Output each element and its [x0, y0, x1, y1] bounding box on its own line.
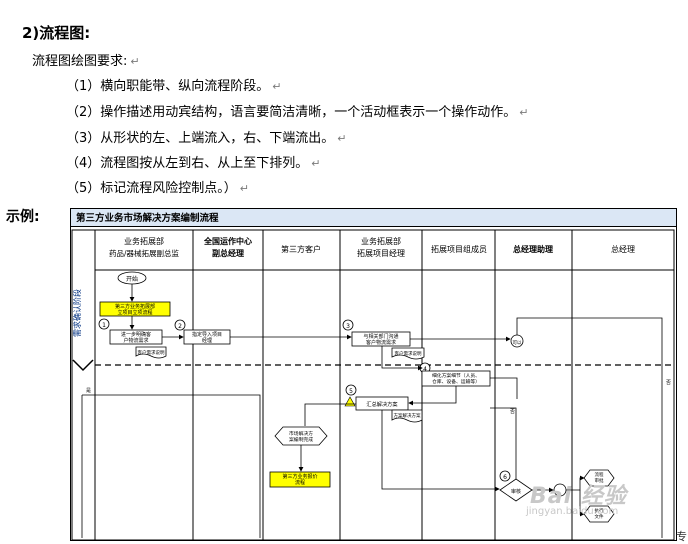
- lane-header-4: 业务拓展部: [361, 236, 401, 246]
- svg-text:开始: 开始: [126, 275, 138, 283]
- flowchart-frame: [70, 208, 677, 541]
- phase-chevron: [72, 359, 94, 372]
- svg-text:3: 3: [346, 323, 350, 330]
- lane-header-1b: 药品/器械拓展副总监: [109, 248, 180, 258]
- lane-dividers: [192, 230, 573, 540]
- svg-text:客户物流需求: 客户物流需求: [366, 339, 396, 346]
- svg-text:第三方业务报价: 第三方业务报价: [282, 473, 317, 480]
- svg-text:1: 1: [102, 322, 106, 329]
- svg-text:4: 4: [423, 366, 427, 373]
- svg-text:指定导入项目: 指定导入项目: [192, 331, 222, 338]
- svg-text:2: 2: [178, 323, 182, 330]
- svg-text:立项目立项流程: 立项目立项流程: [117, 309, 152, 316]
- svg-text:第三方业务拓展部: 第三方业务拓展部: [115, 303, 155, 310]
- requirement-item: （5）标记流程风险控制点。）↵: [66, 181, 249, 196]
- svg-text:客户需求说明: 客户需求说明: [395, 350, 422, 357]
- step-badge: [98, 318, 110, 330]
- watermark-logo: Bai 经验: [530, 484, 627, 509]
- svg-text:细化方案细节（人员、: 细化方案细节（人员、: [432, 372, 480, 379]
- svg-text:汇总解决方案: 汇总解决方案: [366, 400, 398, 408]
- section-heading: 2)流程图:: [22, 24, 91, 42]
- flowchart-title: 第三方业务市场解决方案编制流程: [76, 212, 219, 224]
- svg-text:与相关部门沟通: 与相关部门沟通: [363, 333, 398, 340]
- svg-text:否: 否: [666, 380, 671, 386]
- svg-text:市场解决方: 市场解决方: [289, 430, 313, 437]
- lane-header-1: 业务拓展部: [124, 236, 164, 246]
- requirement-item: （3）从形状的左、上端流入，右、下端流出。↵: [66, 131, 347, 146]
- flowchart-diagram: 第三方业务市场解决方案编制流程 业务拓展部 药品/器械拓展副总监 全国运作中心 …: [70, 208, 677, 541]
- requirement-item: （4）流程图按从左到右、从上至下排列。↵: [66, 156, 321, 171]
- phase-label: 需求确认阶段: [72, 289, 82, 337]
- svg-text:是: 是: [86, 388, 91, 394]
- document-demand-spec: [135, 346, 167, 359]
- svg-text:方案解决方案: 方案解决方案: [394, 412, 421, 419]
- step-badge: [174, 319, 186, 331]
- svg-text:流程: 流程: [595, 471, 604, 478]
- svg-text:审批: 审批: [595, 477, 604, 484]
- process-project-setup: [99, 301, 171, 317]
- lane-header-3: 第三方客户: [281, 244, 321, 254]
- lane-header-6: 总经理助理: [513, 244, 553, 254]
- lane-header-5: 拓展项目组成员: [431, 244, 487, 254]
- svg-text:进一步明确客: 进一步明确客: [121, 331, 151, 338]
- svg-text:可以: 可以: [513, 340, 522, 346]
- svg-text:户物流需求: 户物流需求: [123, 337, 148, 344]
- edge-text: 专: [676, 530, 687, 543]
- lane-area: [71, 229, 675, 541]
- requirement-item: （2）操作描述用动宾结构，语言要简洁清晰，一个活动框表示一个操作动作。↵: [66, 105, 529, 120]
- milestone-plan-done: [274, 426, 328, 446]
- example-label: 示例:: [6, 209, 40, 225]
- svg-text:5: 5: [349, 388, 353, 395]
- requirement-item: （1）横向职能带、纵向流程阶段。↵: [66, 79, 282, 94]
- lane-header-2: 全国运作中心: [203, 236, 252, 246]
- lane-header-7: 总经理: [611, 244, 635, 254]
- watermark-url: jingyan.baidu.com: [526, 506, 619, 517]
- process-quotation-flow: [269, 471, 331, 488]
- svg-text:否: 否: [510, 409, 515, 415]
- svg-text:仓库、设备、运输等）: 仓库、设备、运输等）: [432, 378, 480, 385]
- svg-text:审核: 审核: [511, 488, 521, 495]
- flowchart-title-bar: [70, 208, 677, 227]
- step-badge: [499, 470, 511, 482]
- requirements-intro: 流程图绘图要求:↵: [32, 54, 140, 69]
- svg-text:客户需求说明: 客户需求说明: [138, 349, 165, 356]
- svg-text:案编制完成: 案编制完成: [289, 436, 313, 443]
- step-badge: [342, 319, 354, 331]
- document-demand-spec-2: [391, 347, 425, 360]
- svg-text:经理: 经理: [202, 337, 212, 344]
- svg-text:文件: 文件: [595, 513, 604, 520]
- svg-text:执行: 执行: [595, 507, 604, 514]
- lane-header-4b: 拓展项目经理: [357, 248, 405, 258]
- svg-text:6: 6: [503, 474, 507, 481]
- step-badge: [345, 384, 357, 396]
- svg-text:流程: 流程: [295, 479, 305, 486]
- lane-header-2b: 副总经理: [212, 248, 244, 258]
- document-plan: [391, 409, 423, 423]
